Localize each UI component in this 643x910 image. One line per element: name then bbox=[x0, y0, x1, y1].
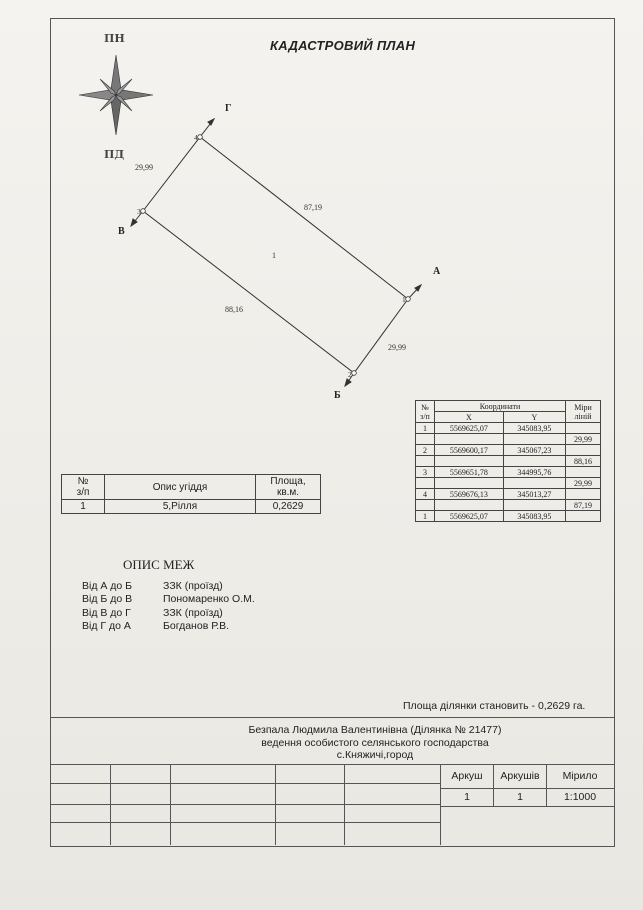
point-3-label: 3 bbox=[137, 207, 141, 216]
corner-label-b: Б bbox=[334, 390, 341, 401]
point-4-label: 4 bbox=[194, 133, 198, 142]
sheet-value: 1 bbox=[464, 791, 470, 803]
point-1-label: 1 bbox=[402, 295, 406, 304]
land-header-desc: Опис угіддя bbox=[104, 474, 256, 500]
table-row: 3 5569651,78 344995,76 bbox=[415, 466, 601, 478]
coord-header-coords: Координати bbox=[434, 400, 566, 412]
land-header-area: Площа,кв.м. bbox=[255, 474, 321, 500]
side-length-a-g: 87,19 bbox=[304, 203, 322, 212]
table-row: 88,16 bbox=[415, 455, 601, 467]
title-block-top-line bbox=[50, 717, 614, 718]
coord-header-y: Y bbox=[502, 411, 567, 423]
side-length-a-b: 29,99 bbox=[388, 343, 406, 352]
corner-label-g: Г bbox=[225, 103, 231, 114]
table-row: 4 5569676,13 345013,27 bbox=[415, 488, 601, 500]
drawing-frame bbox=[50, 18, 615, 847]
table-row: 29,99 bbox=[415, 477, 601, 489]
compass-rose-icon bbox=[78, 54, 154, 136]
table-row: 1 5569625,07 345083,95 bbox=[415, 510, 601, 522]
compass-north-label: ПН bbox=[104, 32, 125, 45]
compass-south-label: ПД bbox=[104, 148, 125, 161]
sheets-label: Аркушів bbox=[500, 770, 540, 782]
parcel-plan: 1 2 3 4 А Б В Г 87,19 29,99 88,16 29,99 … bbox=[118, 103, 441, 401]
page-title: КАДАСТРОВИЙ ПЛАН bbox=[270, 38, 416, 53]
point-2 bbox=[351, 370, 357, 376]
sheet-label: Аркуш bbox=[451, 770, 483, 782]
table-row: 1 5,Рілля 0,2629 bbox=[61, 499, 321, 514]
side-length-b-v: 88,16 bbox=[225, 305, 243, 314]
point-4 bbox=[197, 134, 203, 140]
scale-label: Мірило bbox=[562, 770, 598, 782]
parcel-number: 1 bbox=[272, 251, 276, 260]
corner-label-v: В bbox=[118, 226, 125, 237]
point-3 bbox=[140, 208, 146, 214]
table-row: 87,19 bbox=[415, 499, 601, 511]
sheets-value: 1 bbox=[517, 791, 523, 803]
owner-info: Безпала Людмила Валентинівна (Ділянка № … bbox=[248, 724, 502, 761]
table-row: 29,99 bbox=[415, 433, 601, 445]
point-1 bbox=[405, 296, 411, 302]
point-2-label: 2 bbox=[348, 370, 352, 379]
area-statement: Площа ділянки становить - 0,2629 га. bbox=[403, 700, 586, 712]
side-length-v-g: 29,99 bbox=[135, 163, 153, 172]
scale-value: 1:1000 bbox=[563, 791, 597, 803]
coord-header-x: X bbox=[434, 411, 504, 423]
table-row: 1 5569625,07 345083,95 bbox=[415, 422, 601, 434]
boundaries-title: ОПИС МЕЖ bbox=[123, 557, 195, 572]
corner-label-a: А bbox=[433, 266, 441, 277]
table-row: 2 5569600,17 345067,23 bbox=[415, 444, 601, 456]
